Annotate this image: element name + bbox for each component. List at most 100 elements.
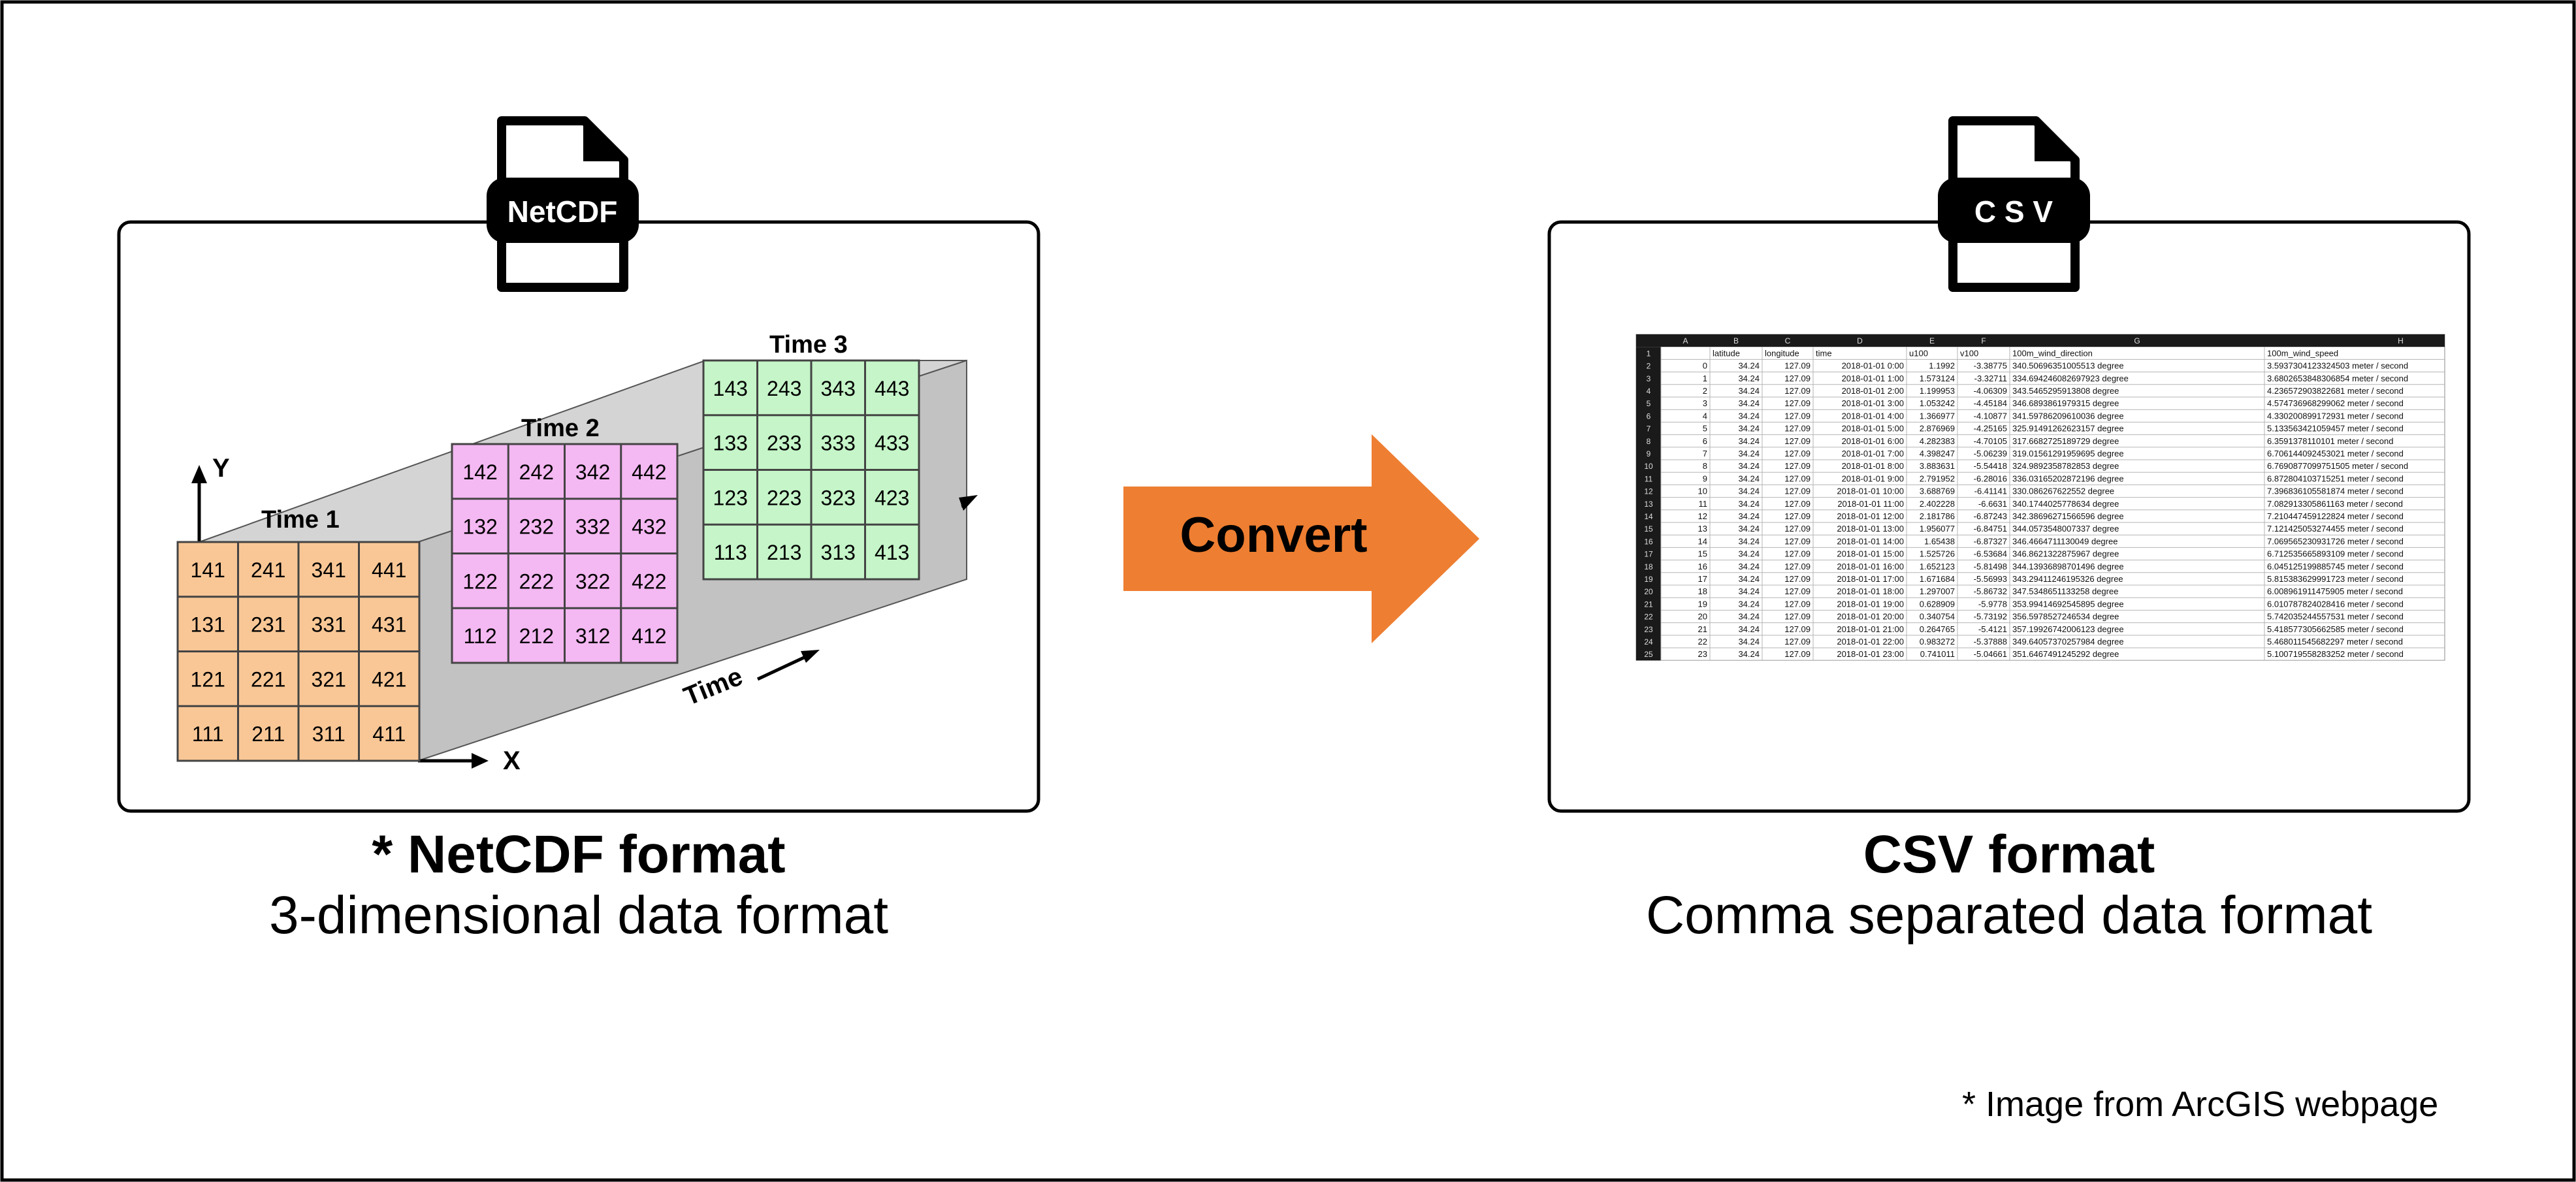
sheet-cell: 34.24 bbox=[1738, 536, 1760, 546]
sheet-cell: u100 bbox=[1909, 348, 1928, 358]
grid-cell-value: 441 bbox=[372, 558, 406, 582]
sheet-cell: 34.24 bbox=[1738, 473, 1760, 483]
sheet-column-header-bar bbox=[1636, 334, 2445, 347]
sheet-cell: 127.09 bbox=[1784, 361, 1811, 371]
grid-cell-value: 221 bbox=[251, 667, 285, 691]
sheet-cell: 334.694246082697923 degree bbox=[2012, 374, 2129, 383]
grid-cell-value: 113 bbox=[714, 541, 747, 564]
sheet-cell: 20 bbox=[1698, 612, 1707, 622]
sheet-cell: 5.742035244557531 meter / second bbox=[2267, 612, 2404, 622]
grid-cell-value: 211 bbox=[251, 722, 285, 746]
sheet-cell: 341.59786209610036 degree bbox=[2012, 411, 2124, 421]
sheet-cell: 1 bbox=[1703, 374, 1707, 383]
sheet-cell: 317.6682725189729 degree bbox=[2012, 436, 2119, 446]
sheet-row-number: 16 bbox=[1644, 537, 1653, 546]
sheet-cell: -5.4121 bbox=[1978, 624, 2007, 634]
grid-cell-value: 231 bbox=[251, 613, 285, 637]
grid-cell-value: 111 bbox=[192, 722, 224, 746]
sheet-cell: 34.24 bbox=[1738, 612, 1760, 622]
sheet-cell: 2.402228 bbox=[1920, 499, 1955, 509]
sheet-cell: -6.28016 bbox=[1974, 473, 2007, 483]
sheet-cell: 127.09 bbox=[1784, 436, 1811, 446]
sheet-cell: 1.297007 bbox=[1920, 586, 1955, 596]
sheet-cell: 34.24 bbox=[1738, 499, 1760, 509]
sheet-cell: 2018-01-01 3:00 bbox=[1842, 398, 1904, 408]
sheet-cell: -5.04661 bbox=[1974, 649, 2007, 659]
sheet-cell: 0.983272 bbox=[1920, 637, 1955, 647]
sheet-row-number: 8 bbox=[1647, 437, 1651, 446]
grid-cell-value: 421 bbox=[372, 667, 406, 691]
sheet-cell: 1.525726 bbox=[1920, 549, 1955, 559]
sheet-cell: 346.8621322875967 degree bbox=[2012, 549, 2119, 559]
sheet-cell: 127.09 bbox=[1784, 499, 1811, 509]
sheet-cell: 127.09 bbox=[1784, 511, 1811, 521]
sheet-cell: 346.6893861979315 degree bbox=[2012, 398, 2119, 408]
sheet-cell: 6.7690877099751505 meter / second bbox=[2267, 461, 2408, 471]
sheet-cell: 34.24 bbox=[1738, 599, 1760, 609]
sheet-row-number: 7 bbox=[1647, 424, 1651, 434]
sheet-cell: -6.87243 bbox=[1974, 511, 2007, 521]
sheet-cell: 2018-01-01 20:00 bbox=[1837, 612, 1904, 622]
sheet-cell: 13 bbox=[1698, 524, 1707, 534]
sheet-cell: 15 bbox=[1698, 549, 1707, 559]
netcdf-caption-subtitle: 3-dimensional data format bbox=[268, 886, 889, 945]
sheet-cell: 127.09 bbox=[1784, 411, 1811, 421]
sheet-column-letter: G bbox=[2134, 336, 2140, 345]
sheet-cell: 34.24 bbox=[1738, 374, 1760, 383]
sheet-cell: 1.1992 bbox=[1929, 361, 1955, 371]
sheet-cell: 8 bbox=[1703, 461, 1707, 471]
convert-arrow bbox=[1123, 434, 1479, 643]
sheet-cell: 5.100719558283252 meter / second bbox=[2267, 649, 2404, 659]
sheet-cell: 127.09 bbox=[1784, 386, 1811, 396]
grid-cell-value: 213 bbox=[767, 541, 801, 564]
sheet-cell: 21 bbox=[1698, 624, 1707, 634]
time-grid-label: Time 3 bbox=[769, 331, 848, 359]
grid-cell-value: 132 bbox=[462, 515, 497, 539]
sheet-cell: 6.3591378110101 meter / second bbox=[2267, 436, 2393, 446]
sheet-cell: 127.09 bbox=[1784, 398, 1811, 408]
sheet-cell: 22 bbox=[1698, 637, 1707, 647]
sheet-cell: 351.6467491245292 degree bbox=[2012, 649, 2119, 659]
sheet-cell: 7.121425053274455 meter / second bbox=[2267, 524, 2404, 534]
sheet-cell: 6.706144092453021 meter / second bbox=[2267, 449, 2404, 458]
sheet-cell: 127.09 bbox=[1784, 424, 1811, 434]
sheet-cell: 340.1744025778634 degree bbox=[2012, 499, 2119, 509]
sheet-cell: 2018-01-01 6:00 bbox=[1842, 436, 1904, 446]
sheet-row-number: 23 bbox=[1644, 625, 1653, 634]
sheet-column-letter: F bbox=[1981, 336, 1986, 345]
y-axis bbox=[191, 465, 207, 542]
sheet-cell: 1.053242 bbox=[1920, 398, 1955, 408]
sheet-cell: 2018-01-01 17:00 bbox=[1837, 574, 1904, 584]
sheet-cell: 2018-01-01 2:00 bbox=[1842, 386, 1904, 396]
sheet-cell: 7.210447459122824 meter / second bbox=[2267, 511, 2404, 521]
sheet-cell: 356.5978527246534 degree bbox=[2012, 612, 2119, 622]
sheet-cell: 127.09 bbox=[1784, 487, 1811, 496]
grid-cell-value: 123 bbox=[713, 486, 748, 509]
sheet-row-number: 12 bbox=[1644, 487, 1653, 496]
grid-cell-value: 432 bbox=[632, 515, 666, 539]
grid-cell-value: 142 bbox=[462, 460, 497, 484]
sheet-cell: 34.24 bbox=[1738, 461, 1760, 471]
sheet-cell: 343.5465295913808 degree bbox=[2012, 386, 2119, 396]
sheet-cell: 34.24 bbox=[1738, 574, 1760, 584]
sheet-cell: 2018-01-01 13:00 bbox=[1837, 524, 1904, 534]
grid-cell-value: 241 bbox=[251, 558, 285, 582]
sheet-cell: 34.24 bbox=[1738, 449, 1760, 458]
sheet-row-number: 24 bbox=[1644, 637, 1653, 647]
sheet-cell: 7.069565230931726 meter / second bbox=[2267, 536, 2404, 546]
sheet-cell: -6.87327 bbox=[1974, 536, 2007, 546]
sheet-cell: 127.09 bbox=[1784, 637, 1811, 647]
sheet-cell: 127.09 bbox=[1784, 536, 1811, 546]
grid-cell-value: 222 bbox=[519, 569, 554, 593]
sheet-row-number: 3 bbox=[1647, 374, 1651, 383]
sheet-cell: -5.9778 bbox=[1978, 599, 2007, 609]
sheet-cell: 2018-01-01 0:00 bbox=[1842, 361, 1904, 371]
sheet-cell: 2018-01-01 1:00 bbox=[1842, 374, 1904, 383]
sheet-cell: 34.24 bbox=[1738, 436, 1760, 446]
sheet-cell: 23 bbox=[1698, 649, 1707, 659]
sheet-cell: 9 bbox=[1703, 473, 1707, 483]
netcdf-file-icon: NetCDF bbox=[487, 116, 639, 292]
